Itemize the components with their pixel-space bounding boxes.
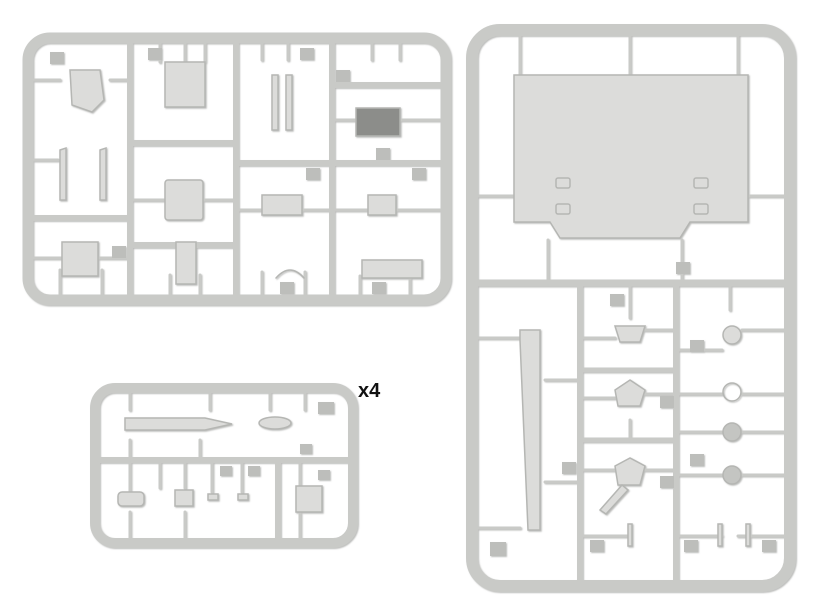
part-pin: [207, 493, 219, 501]
part-number-tag: [306, 168, 320, 180]
part-number-tag: [690, 340, 704, 352]
sprue-frame: [22, 32, 452, 306]
part-plate: [164, 179, 204, 221]
part-number-tag: [220, 466, 232, 476]
part-number-tag: [300, 444, 312, 454]
part-number-tag: [336, 70, 350, 82]
part-bracket: [614, 457, 646, 486]
part-hull-deck: [513, 74, 749, 239]
part-wheel: [722, 422, 742, 442]
part-seat-frame: [69, 69, 105, 113]
sprue-frame: [90, 383, 358, 548]
part-seat: [61, 241, 99, 277]
part-wheel: [722, 465, 742, 485]
right-sprue: [466, 24, 796, 592]
part-hatch: [555, 203, 571, 215]
part-number-tag: [660, 476, 674, 488]
part-hatch: [555, 177, 571, 189]
part-number-tag: [590, 540, 604, 552]
part-pin: [717, 523, 723, 547]
part-rod: [285, 74, 293, 131]
part-number-tag: [660, 396, 674, 408]
part-panel: [175, 241, 197, 285]
part-pin: [237, 493, 249, 501]
part-frame: [164, 61, 206, 108]
part-engine-block: [355, 107, 401, 137]
part-long-rail: [519, 329, 541, 531]
part-hatch: [693, 203, 709, 215]
part-ammo-box: [295, 485, 323, 513]
part-number-tag: [610, 294, 624, 306]
part-bracket: [613, 325, 647, 343]
part-number-tag: [280, 282, 294, 294]
part-bracket: [367, 194, 397, 216]
bottom-left-sprue: [90, 383, 358, 548]
part-wheel: [722, 325, 742, 345]
part-rod: [271, 74, 279, 131]
part-number-tag: [562, 462, 576, 474]
part-number-tag: [490, 542, 506, 556]
part-lever: [59, 146, 67, 201]
part-pin: [627, 523, 633, 547]
part-number-tag: [762, 540, 776, 552]
part-number-tag: [376, 148, 390, 160]
part-number-tag: [50, 52, 64, 64]
part-number-tag: [684, 540, 698, 552]
part-number-tag: [412, 168, 426, 180]
part-number-tag: [300, 48, 314, 60]
part-beam: [361, 259, 423, 279]
part-number-tag: [318, 470, 330, 480]
part-number-tag: [112, 246, 126, 258]
part-mount: [174, 489, 194, 507]
part-number-tag: [248, 466, 260, 476]
part-arm: [598, 483, 630, 515]
sprue-frame: [466, 24, 796, 592]
part-number-tag: [148, 48, 162, 60]
part-number-tag: [690, 454, 704, 466]
part-bracket: [261, 194, 303, 216]
part-hatch: [693, 177, 709, 189]
part-number-tag: [676, 262, 690, 274]
part-lever: [99, 146, 107, 201]
top-left-sprue: [22, 32, 452, 306]
part-shell: [124, 417, 233, 431]
part-spring: [275, 269, 305, 279]
part-number-tag: [318, 402, 334, 414]
part-bomb: [258, 416, 292, 430]
part-bracket: [614, 379, 646, 407]
sprue-quantity-label: x4: [358, 380, 381, 402]
part-barrel: [117, 491, 145, 507]
part-number-tag: [372, 282, 386, 294]
part-pin: [745, 523, 751, 547]
part-wheel: [722, 382, 742, 402]
